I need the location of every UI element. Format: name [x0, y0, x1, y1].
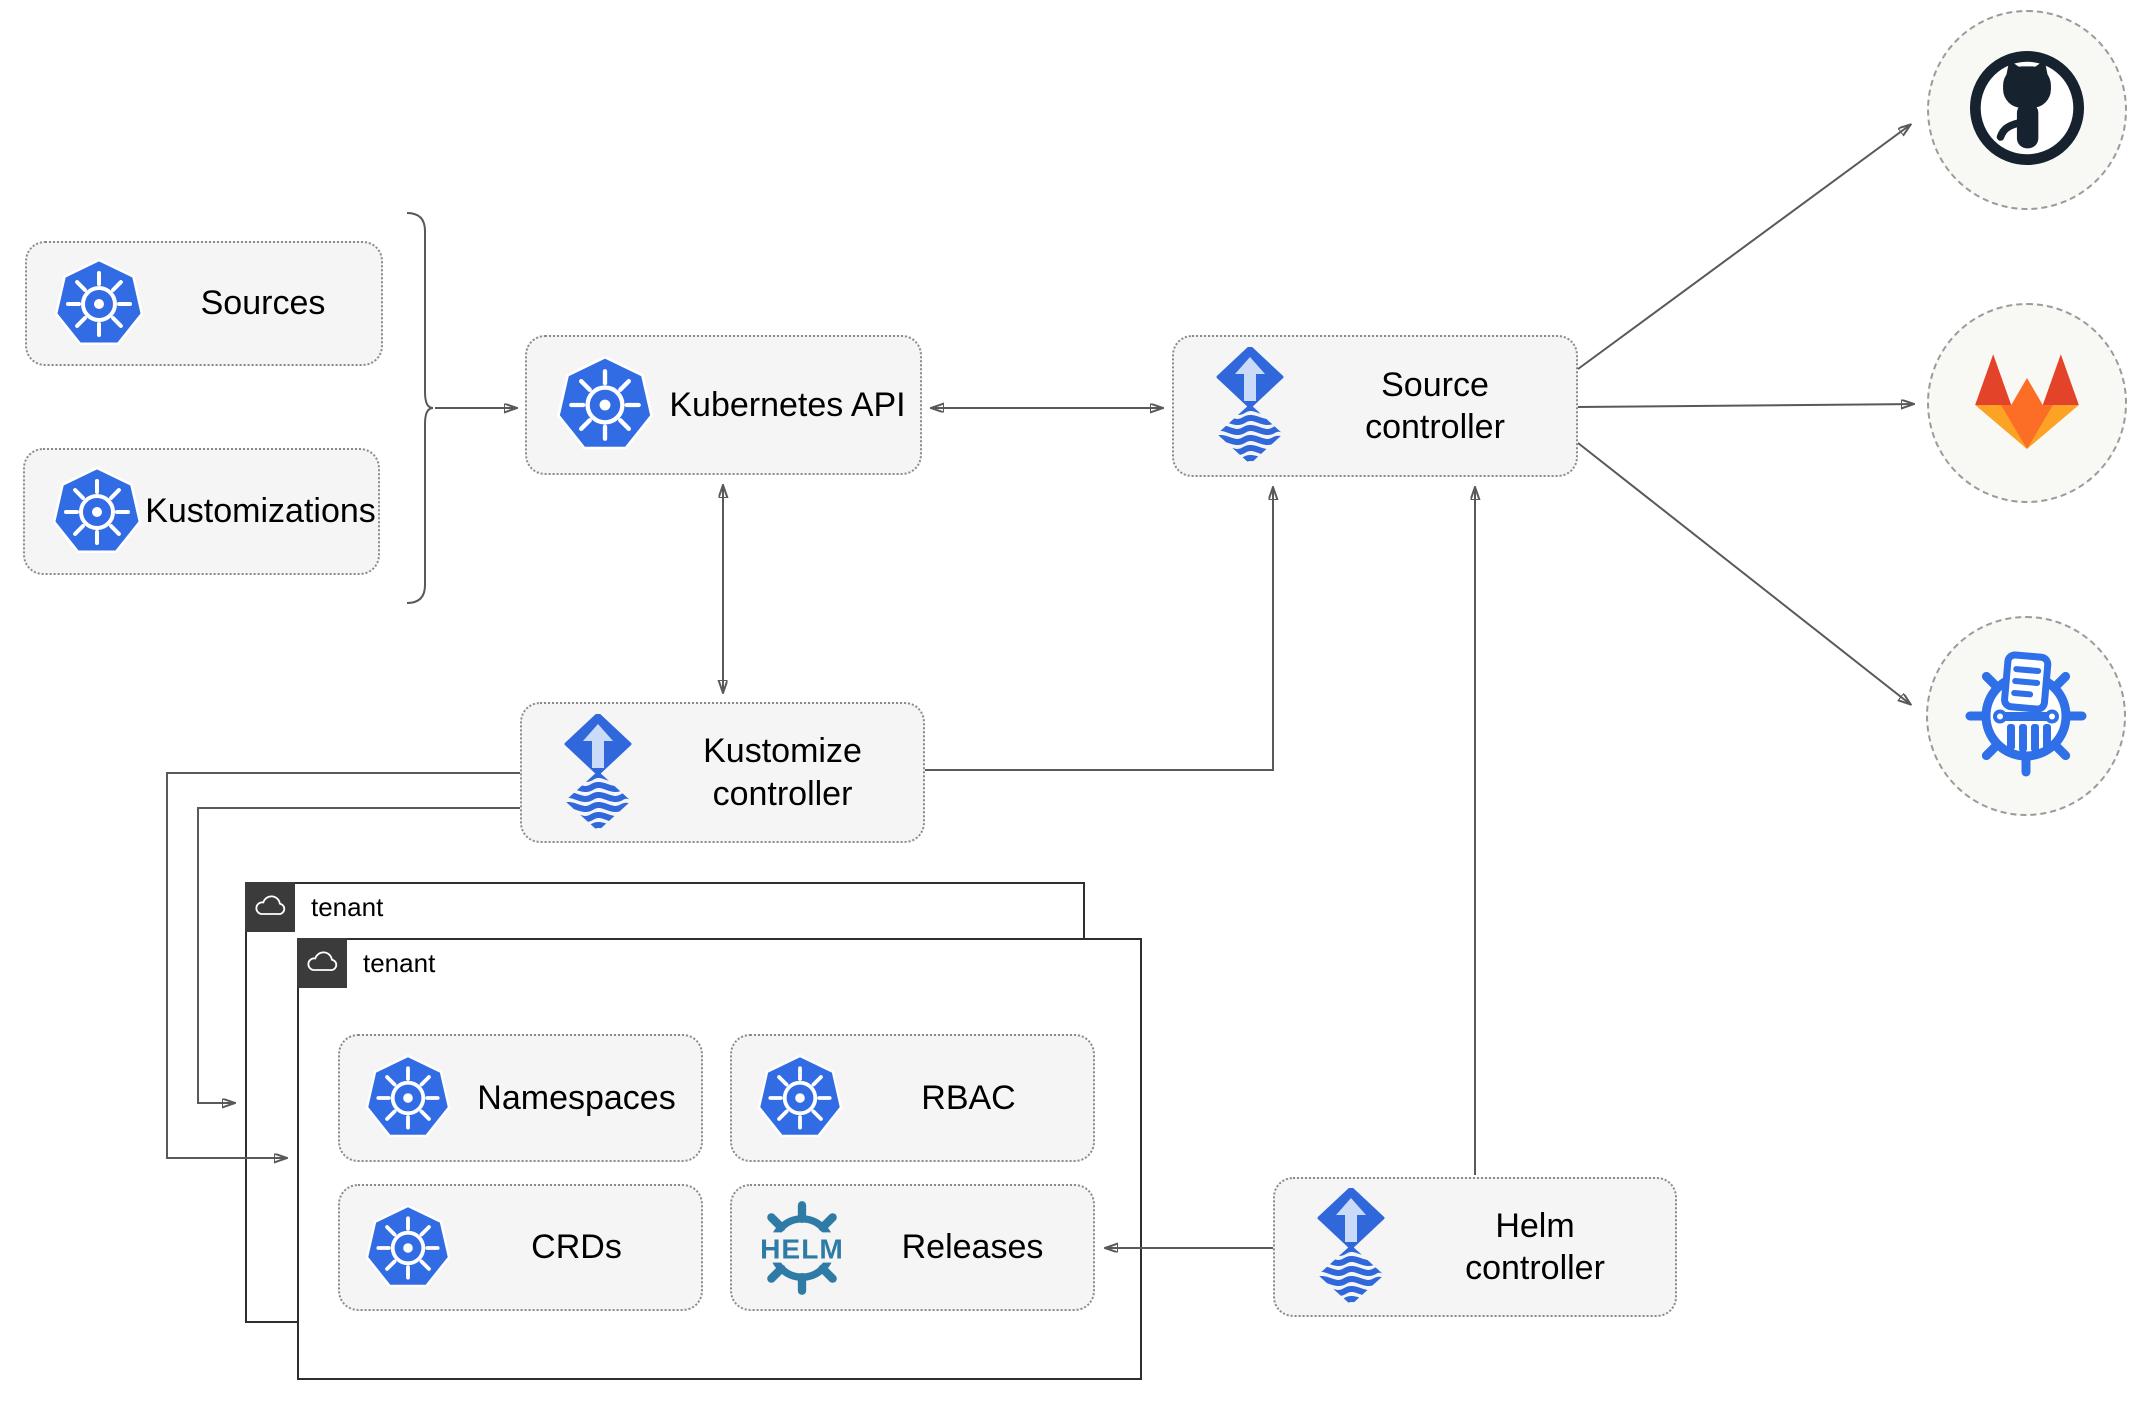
rbac-box: RBAC [730, 1034, 1095, 1162]
edge-source-to-gitlab [1577, 404, 1913, 407]
source-controller-box: Source controller [1172, 335, 1578, 477]
crds-label: CRDs [531, 1228, 622, 1267]
kubernetes-icon [756, 1054, 844, 1142]
releases-box: HELM Releases [730, 1184, 1095, 1311]
flux-icon [1206, 347, 1294, 465]
source-controller-label: Source controller [1365, 365, 1505, 447]
tenant-front-tab [297, 938, 347, 988]
tenant-back-tab [245, 882, 295, 932]
chartmuseum-icon [1960, 648, 2092, 785]
helm-controller-label: Helm controller [1465, 1206, 1605, 1288]
kubernetes-icon [364, 1204, 452, 1292]
tenant-front-label: tenant [363, 948, 436, 978]
releases-label: Releases [901, 1228, 1044, 1267]
helm-wordmark: HELM [760, 1233, 844, 1264]
crds-box: CRDs [338, 1184, 703, 1311]
gitlab-circle [1927, 303, 2127, 503]
github-circle [1927, 10, 2127, 210]
flux-icon [554, 713, 642, 832]
kustomizations-label: Kustomizations [145, 492, 376, 531]
gitlab-icon [1965, 344, 2089, 462]
helm-icon: HELM [752, 1198, 852, 1298]
kustomizations-box: Kustomizations [23, 448, 380, 575]
kubernetes-api-label: Kubernetes API [669, 385, 906, 424]
namespaces-box: Namespaces [338, 1034, 703, 1162]
brace-sources-group [406, 212, 434, 604]
github-icon [1964, 45, 2090, 176]
tenant-back-label: tenant [311, 892, 384, 922]
kubernetes-icon [51, 466, 143, 558]
edge-source-to-chartmuseum [1577, 442, 1910, 704]
helm-controller-box: Helm controller [1273, 1177, 1677, 1317]
sources-box: Sources [25, 241, 383, 366]
namespaces-label: Namespaces [477, 1078, 676, 1117]
edge-kustomize-to-sourcecontroller [925, 488, 1273, 771]
kubernetes-icon [53, 258, 145, 350]
kustomize-controller-box: Kustomize controller [520, 702, 925, 843]
rbac-label: RBAC [921, 1078, 1016, 1117]
kubernetes-icon [364, 1054, 452, 1142]
flux-icon [1307, 1188, 1395, 1306]
cloud-icon [253, 893, 287, 922]
sources-label: Sources [200, 284, 326, 323]
kubernetes-icon [555, 355, 655, 455]
kubernetes-api-box: Kubernetes API [525, 335, 922, 475]
cloud-icon [305, 949, 339, 978]
kustomize-controller-label: Kustomize controller [703, 732, 862, 813]
edge-source-to-github [1577, 125, 1910, 370]
chartmuseum-circle [1926, 616, 2126, 816]
